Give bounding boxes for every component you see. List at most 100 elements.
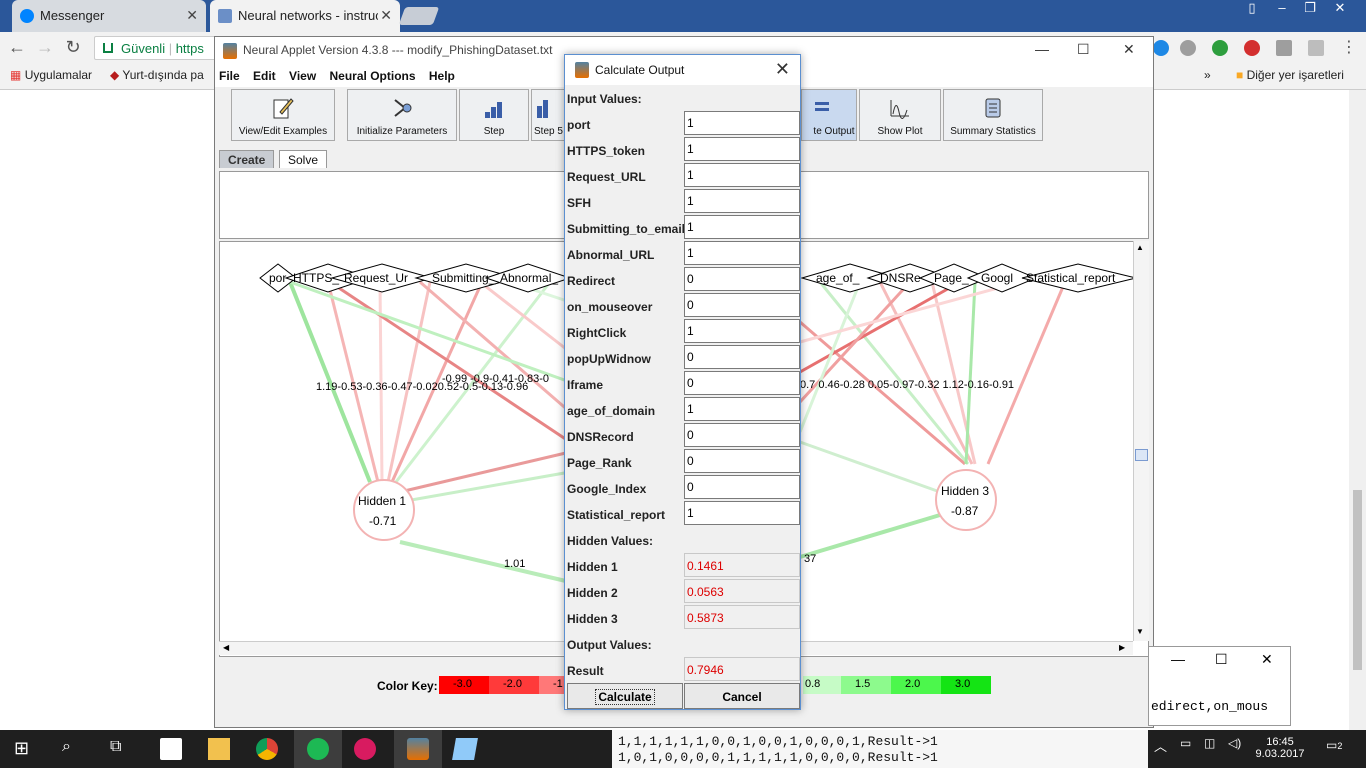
hidden-node-3[interactable]: Hidden 3 -0.87 [935, 469, 997, 531]
maximize-icon[interactable]: ❐ [1304, 0, 1316, 15]
weight-label: 37 [804, 553, 816, 565]
back-icon[interactable]: ← [8, 37, 26, 57]
close-icon[interactable]: ✕ [1123, 41, 1135, 57]
close-icon[interactable]: ✕ [1261, 651, 1273, 667]
windows-start-icon[interactable]: ⊞ [14, 738, 30, 758]
extension-icon[interactable] [1212, 40, 1228, 56]
plot-icon [890, 100, 909, 119]
close-icon[interactable]: ✕ [774, 59, 790, 79]
scroll-down-icon[interactable]: ▼ [1136, 627, 1144, 636]
input-field-submitting-to-email[interactable] [684, 215, 800, 239]
input-field-age-of-domain[interactable] [684, 397, 800, 421]
bookmark-apps[interactable]: ▦ Uygulamalar [10, 68, 92, 82]
input-field-statistical-report[interactable] [684, 501, 800, 525]
app-icon[interactable] [354, 738, 376, 760]
new-tab-button[interactable] [398, 7, 440, 25]
scroll-thumb[interactable] [1135, 449, 1148, 461]
hidden-node-1[interactable]: Hidden 1 -0.71 [353, 479, 415, 541]
close-window-icon[interactable]: ✕ [1334, 0, 1346, 15]
input-field-port[interactable] [684, 111, 800, 135]
extension-icon[interactable] [1276, 40, 1292, 56]
input-field-popupwidnow[interactable] [684, 345, 800, 369]
input-field-redirect[interactable] [684, 267, 800, 291]
user-icon[interactable]: ▯ [1248, 0, 1256, 15]
notepad-icon[interactable] [452, 738, 478, 760]
network-icon[interactable]: ◫ [1204, 736, 1216, 750]
bookmark-item[interactable]: ◆ Yurt-dışında pa [110, 68, 204, 82]
step-button[interactable]: Step [459, 89, 529, 141]
chevron-up-icon[interactable]: ︿ [1154, 739, 1168, 754]
calculate-button[interactable]: Calculate [567, 683, 683, 709]
store-icon[interactable] [160, 738, 182, 760]
input-field-dnsrecord[interactable] [684, 423, 800, 447]
bookmark-other[interactable]: ■ Diğer yer işaretleri [1236, 68, 1344, 82]
menu-neural-options[interactable]: Neural Options [329, 69, 416, 83]
input-field-request-url[interactable] [684, 163, 800, 187]
input-field-abnormal-url[interactable] [684, 241, 800, 265]
secure-label: Güvenli [121, 41, 166, 56]
cancel-button[interactable]: Cancel [684, 683, 800, 709]
menu-edit[interactable]: Edit [253, 69, 276, 83]
tab-solve[interactable]: Solve [279, 150, 328, 168]
volume-icon[interactable]: ◁) [1228, 736, 1242, 750]
battery-icon[interactable]: ▭ [1180, 736, 1192, 750]
bookmarks-more-button[interactable]: » [1204, 68, 1211, 82]
globe-icon[interactable] [1180, 40, 1196, 56]
menu-view[interactable]: View [289, 69, 317, 83]
maximize-icon[interactable]: ☐ [1077, 41, 1090, 57]
input-values-header: Input Values: [567, 92, 642, 106]
reload-icon[interactable]: ↻ [65, 37, 81, 57]
input-field-https-token[interactable] [684, 137, 800, 161]
java-task[interactable] [394, 730, 442, 768]
file-explorer-icon[interactable] [208, 738, 230, 760]
input-field-page-rank[interactable] [684, 449, 800, 473]
adblock-icon[interactable] [1244, 40, 1260, 56]
notification-icon[interactable]: ▭2 [1326, 738, 1343, 752]
maximize-icon[interactable]: ☐ [1215, 651, 1228, 667]
menu-help[interactable]: Help [428, 69, 455, 83]
canvas-vscrollbar[interactable]: ▲ ▼ [1133, 241, 1149, 641]
java-icon [407, 738, 429, 760]
menu-icon[interactable]: ⋮ [1341, 39, 1357, 56]
view-edit-examples-button[interactable]: View/Edit Examples [231, 89, 335, 141]
chrome-icon[interactable] [256, 738, 278, 760]
search-icon[interactable]: ⌕ [62, 738, 71, 755]
scroll-up-icon[interactable]: ▲ [1136, 243, 1144, 252]
task-view-icon[interactable]: ⧉ [110, 738, 122, 755]
minimize-icon[interactable]: — [1171, 651, 1185, 667]
java-icon [223, 43, 237, 59]
camera-icon[interactable] [1308, 40, 1324, 56]
menu-file[interactable]: File [219, 69, 240, 83]
tab-messenger[interactable]: Messenger ✕ [12, 0, 206, 32]
input-field-rightclick[interactable] [684, 319, 800, 343]
weight-label: 1.19-0.53-0.36-0.47-0.020.52-0.5-0.13-0.… [316, 381, 528, 393]
scroll-right-icon[interactable]: ▶ [1119, 643, 1126, 652]
clock[interactable]: 16:45 9.03.2017 [1252, 736, 1308, 760]
extension-icon[interactable] [1153, 40, 1169, 56]
scroll-left-icon[interactable]: ◀ [223, 643, 230, 652]
spotify-task[interactable] [294, 730, 342, 768]
tab-neural-networks[interactable]: Neural networks - instruc ✕ [210, 0, 400, 32]
forward-icon[interactable]: → [36, 37, 54, 57]
color-key-swatch: 2.0 [891, 676, 941, 694]
input-node-label: Page_ [934, 271, 969, 285]
page-scrollbar[interactable] [1349, 90, 1366, 730]
address-bar[interactable]: Güvenli | https [94, 36, 224, 60]
close-icon[interactable]: ✕ [186, 7, 198, 23]
show-plot-button[interactable]: Show Plot [859, 89, 941, 141]
scroll-thumb[interactable] [1353, 490, 1362, 670]
summary-statistics-button[interactable]: Summary Statistics [943, 89, 1043, 141]
input-field-iframe[interactable] [684, 371, 800, 395]
color-key-swatch: -3.0 [439, 676, 489, 694]
input-field-google-index[interactable] [684, 475, 800, 499]
close-icon[interactable]: ✕ [380, 7, 392, 23]
step-n-button[interactable]: Step 5 [531, 89, 565, 141]
tab-create[interactable]: Create [219, 150, 275, 168]
input-field-on-mouseover[interactable] [684, 293, 800, 317]
calculate-output-button[interactable]: te Output [801, 89, 857, 141]
minimize-icon[interactable]: — [1035, 41, 1049, 57]
java-icon [575, 62, 589, 78]
initialize-parameters-button[interactable]: Initialize Parameters [347, 89, 457, 141]
input-field-sfh[interactable] [684, 189, 800, 213]
minimize-icon[interactable]: – [1278, 0, 1286, 15]
